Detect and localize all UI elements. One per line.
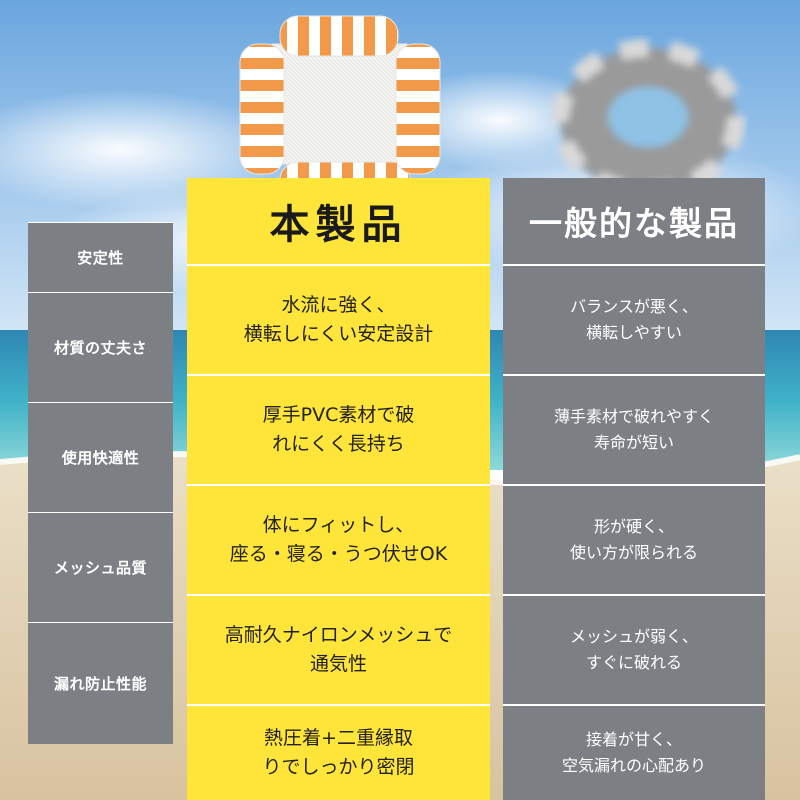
our-cell-3: 体にフィットし、 座る・寝る・うつ伏せOK: [187, 484, 490, 594]
row-label-stability: 安定性: [28, 222, 173, 292]
row-label-leak-prevention: 漏れ防止性能: [28, 622, 173, 744]
our-cell-4: 高耐久ナイロンメッシュで 通気性: [187, 594, 490, 704]
product-float-image: [239, 15, 441, 201]
our-cell-5: 熱圧着+二重縁取 りでしっかり密閉: [187, 704, 490, 800]
our-cell-1: 水流に強く、 横転しにくい安定設計: [187, 264, 490, 374]
row-label-mesh-quality: メッシュ品質: [28, 512, 173, 622]
our-product-header: 本製品: [187, 178, 490, 264]
generic-cell-1: バランスが悪く、 横転しやすい: [503, 264, 765, 374]
row-label-durability: 材質の丈夫さ: [28, 292, 173, 402]
generic-cell-3: 形が硬く、 使い方が限られる: [503, 484, 765, 594]
generic-cell-5: 接着が甘く、 空気漏れの心配あり: [503, 704, 765, 800]
generic-cell-2: 薄手素材で破れやすく 寿命が短い: [503, 374, 765, 484]
generic-product-header: 一般的な製品: [503, 178, 765, 264]
generic-cell-4: メッシュが弱く、 すぐに破れる: [503, 594, 765, 704]
our-cell-2: 厚手PVC素材で破 れにくく長持ち: [187, 374, 490, 484]
row-label-comfort: 使用快適性: [28, 402, 173, 512]
